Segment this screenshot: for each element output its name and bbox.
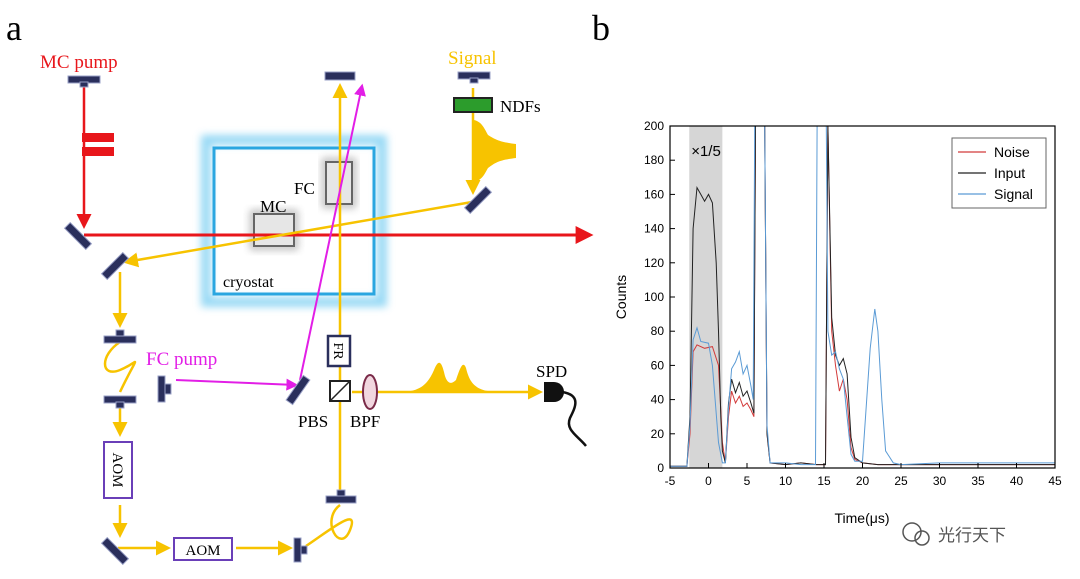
ndf-filter [453, 97, 493, 113]
watermark: 光行天下 [902, 522, 1006, 546]
mirror-signal [463, 185, 493, 215]
cryostat-label: cryostat [223, 274, 274, 291]
fc-label: FC [294, 179, 315, 198]
panel-a: a [6, 8, 594, 566]
ndfs-label: NDFs [500, 97, 541, 116]
fr-label: FR [330, 342, 345, 360]
y-tick-label: 100 [644, 290, 664, 304]
y-tick-label: 200 [644, 119, 664, 133]
x-tick-label: 10 [779, 474, 793, 488]
fc-pump-label: FC pump [146, 349, 217, 370]
cryostat-glow [201, 135, 387, 307]
mc-pump-label: MC pump [40, 52, 118, 73]
fc-pump-beam [175, 378, 299, 391]
signal-pulse [474, 120, 516, 182]
mc-label: MC [260, 197, 286, 216]
x-axis-title: Time(μs) [835, 510, 890, 526]
y-tick-label: 120 [644, 256, 664, 270]
mirror-bottom [100, 536, 130, 566]
x-tick-label: 5 [744, 474, 751, 488]
bandpass-filter [362, 374, 378, 410]
x-tick-label: 30 [933, 474, 947, 488]
output-pulse-train [400, 362, 500, 392]
x-tick-label: 35 [971, 474, 985, 488]
spd-label: SPD [536, 362, 567, 381]
scale-note: ×1/5 [691, 143, 721, 160]
spd-detector [544, 382, 564, 402]
y-tick-label: 20 [651, 427, 665, 441]
x-tick-label: -5 [665, 474, 676, 488]
aom-label-2: AOM [185, 543, 220, 559]
bpf-label: BPF [350, 412, 380, 431]
aom-box-2 [173, 537, 233, 561]
aom-label-1: AOM [109, 452, 125, 487]
y-tick-label: 160 [644, 187, 664, 201]
x-tick-label: 20 [856, 474, 870, 488]
mirror-mc [63, 221, 93, 251]
y-tick-label: 60 [651, 358, 665, 372]
faraday-rotator [326, 334, 352, 368]
y-tick-label: 140 [644, 222, 664, 236]
panel-b-label: b [592, 8, 610, 48]
pbs-label: PBS [298, 412, 328, 431]
mirror-top [324, 71, 356, 81]
y-tick-label: 180 [644, 153, 664, 167]
x-tick-label: 15 [817, 474, 831, 488]
mc-crystal [253, 213, 295, 247]
series-line-signal [670, 125, 1055, 467]
x-tick-label: 25 [894, 474, 908, 488]
legend-label-signal: Signal [994, 186, 1033, 202]
y-tick-label: 80 [651, 324, 665, 338]
signal-label: Signal [448, 48, 497, 69]
legend-label-input: Input [994, 165, 1025, 181]
y-axis-title: Counts [613, 275, 629, 319]
x-tick-label: 0 [705, 474, 712, 488]
mirror-fc [285, 374, 311, 406]
y-tick-label: 40 [651, 393, 665, 407]
x-tick-label: 45 [1048, 474, 1062, 488]
y-tick-label: 0 [657, 461, 664, 475]
aom-box-1 [103, 441, 133, 499]
cryostat-box [212, 146, 376, 296]
mirror-left [100, 251, 130, 281]
signal-beam-cross [123, 200, 473, 268]
legend-label-noise: Noise [994, 144, 1030, 160]
watermark-text: 光行天下 [938, 526, 1006, 545]
shaded-region [689, 126, 723, 468]
x-tick-label: 40 [1010, 474, 1024, 488]
panel-a-label: a [6, 8, 22, 48]
